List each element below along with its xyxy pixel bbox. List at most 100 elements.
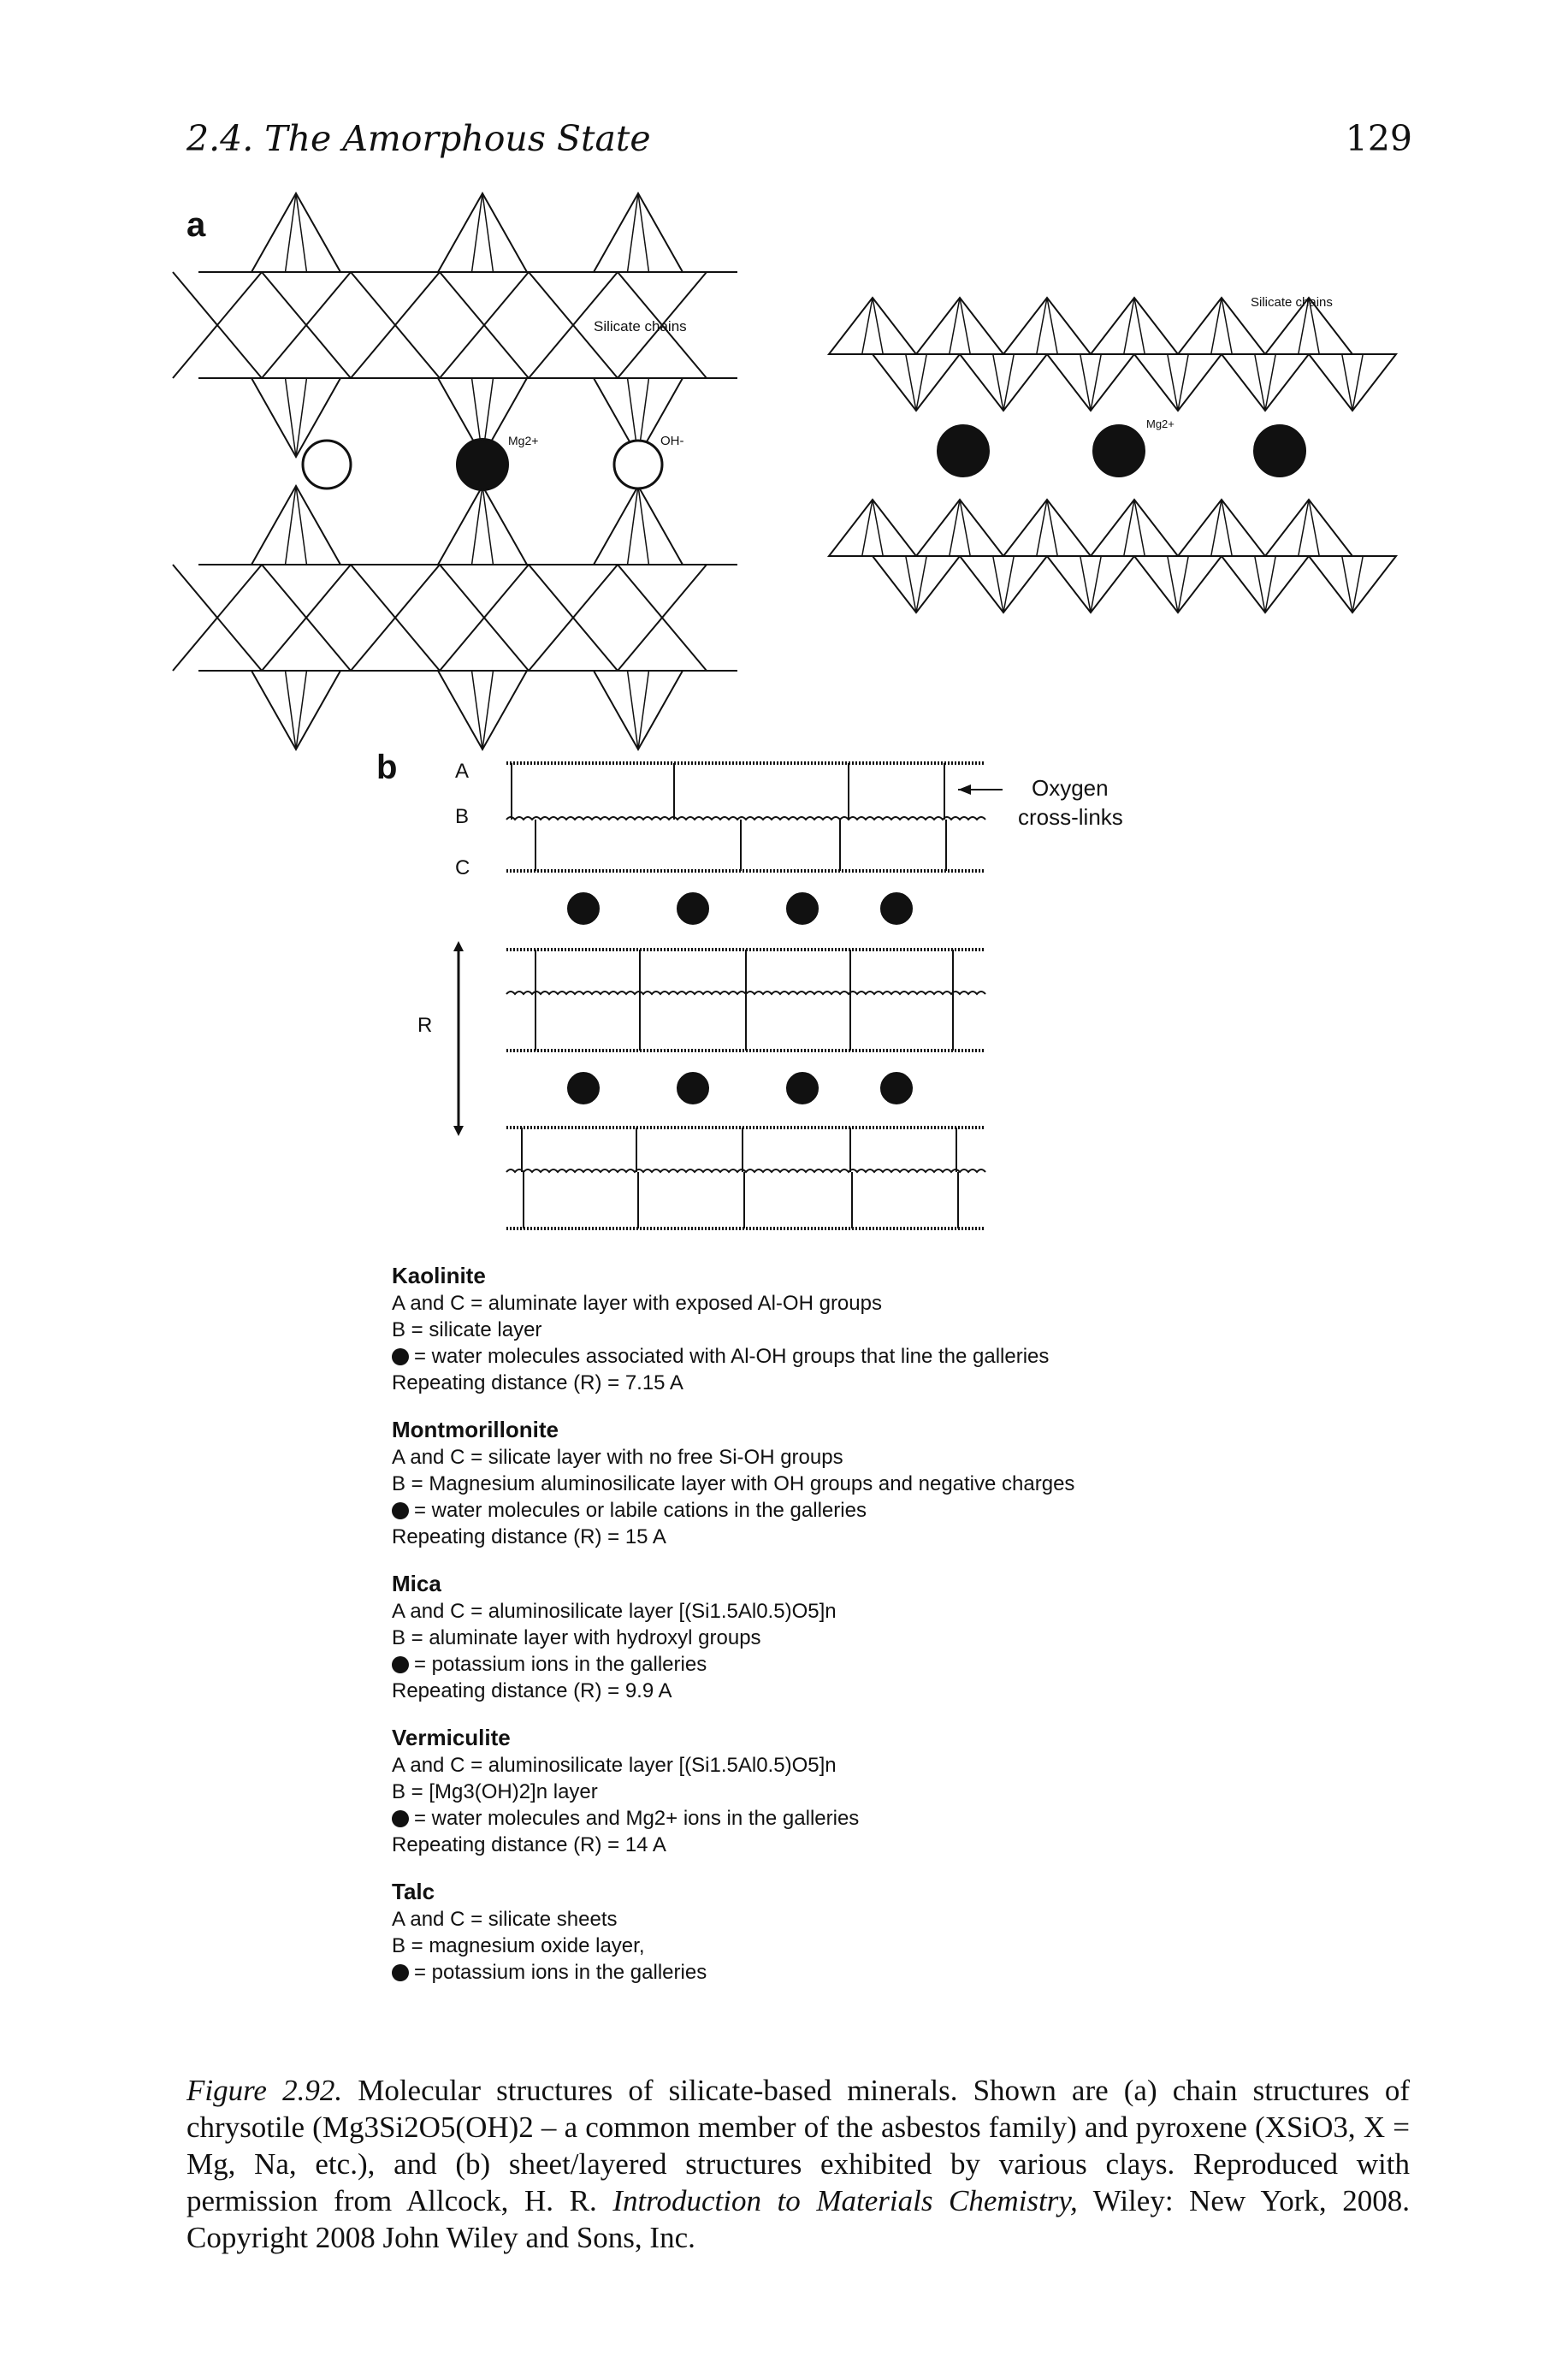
silicate-tetrahedron — [1088, 498, 1180, 557]
repeat-distance-bar — [453, 941, 464, 1136]
gallery-molecule — [880, 1072, 913, 1104]
legend-text: A and C = silicate layer with no free Si… — [392, 1446, 843, 1469]
legend-text: B = silicate layer — [392, 1318, 542, 1341]
panel-a: a Silicate chains Mg2+ OH- Silicate chai… — [172, 191, 1399, 752]
oh-ion-left — [301, 439, 352, 490]
legend-text: = potassium ions in the galleries — [414, 1653, 707, 1676]
gallery-molecule — [567, 892, 600, 925]
legend-text: B = aluminate layer with hydroxyl groups — [392, 1626, 761, 1649]
gallery-molecule — [567, 1072, 600, 1104]
silicate-tetrahedron — [957, 555, 1050, 614]
legend-text: Repeating distance (R) = 7.15 A — [392, 1371, 683, 1394]
gallery-molecule — [786, 892, 819, 925]
layer-label-c: C — [455, 856, 470, 879]
silicate-tetrahedron — [1263, 498, 1355, 557]
legend-line: = water molecules associated with Al-OH … — [392, 1343, 1162, 1370]
silicate-tetrahedron — [1044, 555, 1137, 614]
gallery-molecule — [880, 892, 913, 925]
legend-line: = potassium ions in the galleries — [392, 1959, 1162, 1986]
silicate-tetrahedron — [870, 555, 962, 614]
silicate-tetrahedron — [250, 483, 342, 565]
mineral-vermiculite: Vermiculite A and C = aluminosilicate lay… — [392, 1723, 1162, 1858]
legend-line: = water molecules and Mg2+ ions in the g… — [392, 1805, 1162, 1832]
legend-text: A and C = silicate sheets — [392, 1908, 618, 1931]
filled-circle-icon — [392, 1810, 409, 1827]
silicate-tetrahedron — [592, 377, 684, 459]
gallery-molecule — [677, 1072, 709, 1104]
right-gallery-ions — [937, 424, 1306, 477]
legend-line: B = magnesium oxide layer, — [392, 1933, 1162, 1959]
legend-line: Repeating distance (R) = 7.15 A — [392, 1370, 1162, 1396]
running-head: 2.4. The Amorphous State — [186, 118, 651, 159]
figure-caption-text: Molecular structures of silicate-based m… — [186, 2074, 1410, 2217]
oxygen-annotation-line1: Oxygen — [1032, 775, 1109, 801]
filled-circle-icon — [392, 1656, 409, 1673]
mg-ion-1 — [937, 424, 990, 477]
panel-b: b A B C R Oxygen cross-links — [376, 749, 1123, 1230]
silicate-tetrahedron — [870, 353, 962, 412]
left-gallery-ions — [301, 438, 664, 491]
mineral-talc: Talc A and C = silicate sheets B = magnesi… — [392, 1877, 1162, 1986]
silicate-tetrahedron — [826, 296, 919, 355]
legend-text: B = magnesium oxide layer, — [392, 1934, 645, 1957]
silicate-tetrahedron — [436, 670, 529, 752]
page-header: 2.4. The Amorphous State 129 — [186, 118, 1412, 169]
legend-line: A and C = silicate sheets — [392, 1906, 1162, 1933]
legend-line: = water molecules or labile cations in t… — [392, 1497, 1162, 1524]
legend-text: A and C = aluminosilicate layer [(Si1.5A… — [392, 1600, 837, 1623]
gallery-molecule — [786, 1072, 819, 1104]
mineral-name: Vermiculite — [392, 1725, 511, 1750]
silicate-layer — [506, 816, 986, 821]
figure-caption: Figure 2.92. Molecular structures of sil… — [186, 2072, 1410, 2256]
legend-line: B = aluminate layer with hydroxyl groups — [392, 1625, 1162, 1651]
legend-text: B = [Mg3(OH)2]n layer — [392, 1780, 598, 1803]
oxygen-crosslink-arrow — [958, 784, 1003, 795]
left-oh-label: OH- — [660, 434, 684, 448]
left-chain-label: Silicate chains — [594, 318, 687, 334]
silicate-tetrahedron — [1132, 555, 1224, 614]
mg-ion-2 — [1092, 424, 1145, 477]
figure-label: Figure 2.92. — [186, 2074, 343, 2107]
filled-circle-icon — [392, 1964, 409, 1981]
legend-text: = water molecules or labile cations in t… — [414, 1499, 867, 1522]
mg-ion-3 — [1253, 424, 1306, 477]
legend-text: Repeating distance (R) = 14 A — [392, 1833, 666, 1856]
legend-line: Repeating distance (R) = 9.9 A — [392, 1678, 1162, 1704]
repeat-label: R — [417, 1014, 432, 1037]
legend-line: Repeating distance (R) = 14 A — [392, 1832, 1162, 1858]
legend-line: B = Magnesium aluminosilicate layer with… — [392, 1471, 1162, 1497]
mineral-legend: Kaolinite A and C = aluminate layer with … — [392, 1261, 1162, 2004]
mineral-name: Mica — [392, 1571, 441, 1596]
filled-circle-icon — [392, 1502, 409, 1519]
legend-text: = water molecules and Mg2+ ions in the g… — [414, 1807, 860, 1830]
silicate-tetrahedron — [436, 377, 529, 459]
silicate-tetrahedron — [1001, 296, 1093, 355]
silicate-tetrahedron — [1088, 296, 1180, 355]
silicate-tetrahedron — [250, 670, 342, 752]
oh-ion-right — [612, 439, 664, 490]
mineral-name: Talc — [392, 1879, 435, 1904]
silicate-tetrahedron — [914, 498, 1006, 557]
legend-text: A and C = aluminate layer with exposed A… — [392, 1292, 882, 1315]
silicate-tetrahedron — [1219, 555, 1311, 614]
legend-text: Repeating distance (R) = 15 A — [392, 1525, 666, 1548]
silicate-layer — [506, 1169, 986, 1174]
oxygen-annotation-line2: cross-links — [1018, 804, 1123, 830]
legend-line: = potassium ions in the galleries — [392, 1651, 1162, 1678]
legend-line: B = silicate layer — [392, 1317, 1162, 1343]
mineral-mica: Mica A and C = aluminosilicate layer [(Si… — [392, 1569, 1162, 1704]
silicate-tetrahedron — [914, 296, 1006, 355]
mineral-kaolinite: Kaolinite A and C = aluminate layer with … — [392, 1261, 1162, 1396]
silicate-tetrahedron — [826, 498, 919, 557]
silicate-tetrahedron — [1306, 353, 1399, 412]
legend-text: A and C = aluminosilicate layer [(Si1.5A… — [392, 1754, 837, 1777]
legend-text: B = Magnesium aluminosilicate layer with… — [392, 1472, 1075, 1495]
gallery-molecule — [677, 892, 709, 925]
left-mg-label: Mg2+ — [508, 434, 538, 447]
legend-line: Repeating distance (R) = 15 A — [392, 1524, 1162, 1550]
legend-text: = water molecules associated with Al-OH … — [414, 1345, 1050, 1368]
legend-line: A and C = aluminate layer with exposed A… — [392, 1290, 1162, 1317]
legend-text: Repeating distance (R) = 9.9 A — [392, 1679, 672, 1702]
mineral-name: Kaolinite — [392, 1263, 486, 1288]
